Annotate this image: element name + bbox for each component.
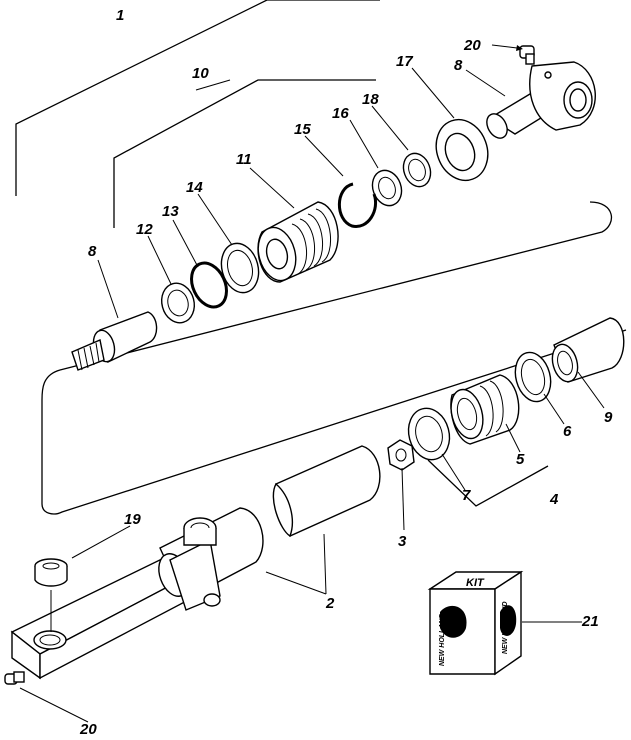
callout-8-top: 8 (454, 57, 463, 74)
kit-brand-left: NEW HOLLAND (439, 614, 446, 667)
cylinder-barrel-assembly (10, 507, 264, 680)
callout-11: 11 (236, 151, 252, 168)
gland-tube-part-9 (551, 317, 625, 383)
grease-fitting-20-top (491, 44, 535, 65)
snap-ring-part-15 (337, 182, 377, 228)
leader-lines (19, 67, 605, 723)
ring-part-7 (407, 407, 451, 461)
callout-18: 18 (362, 91, 379, 108)
barrel-tube-part-2 (272, 445, 381, 538)
callout-12: 12 (136, 221, 153, 238)
washer-part-17 (435, 118, 489, 182)
callout-6: 6 (563, 423, 572, 440)
piston-rod-part-8 (71, 311, 158, 371)
bushing-part-12 (161, 282, 195, 324)
callout-15: 15 (294, 121, 311, 138)
ring-part-6 (514, 351, 552, 403)
callout-13: 13 (162, 203, 179, 220)
ring-part-16 (371, 169, 403, 207)
callout-10: 10 (192, 65, 209, 82)
callout-17: 17 (396, 53, 413, 70)
callout-2: 2 (325, 595, 335, 612)
gland-part-5 (450, 374, 520, 445)
callout-19: 19 (124, 511, 141, 528)
callout-14: 14 (186, 179, 203, 196)
nut-part-3 (387, 439, 415, 471)
kit-label: KIT (466, 577, 485, 589)
grease-fitting-20-bottom (4, 671, 25, 685)
callout-20-top: 20 (463, 37, 481, 54)
ring-part-18 (402, 152, 432, 188)
ring-part-14 (220, 242, 260, 294)
callout-7: 7 (462, 487, 471, 504)
assembly-flow-loop (41, 201, 627, 515)
callout-20-bottom: 20 (79, 721, 97, 738)
bracket-lines (15, 0, 549, 507)
kit-box-part-21 (427, 570, 524, 676)
callout-3: 3 (398, 533, 407, 550)
callout-8-left: 8 (88, 243, 97, 260)
callout-21: 21 (581, 613, 599, 630)
callout-9: 9 (604, 409, 613, 426)
callout-5: 5 (516, 451, 525, 468)
callout-4: 4 (549, 491, 559, 508)
kit-brand-right: NEW HOLLAND (502, 602, 509, 655)
o-ring-part-13 (190, 261, 228, 309)
rod-eye-part-17 (486, 61, 596, 139)
callout-16: 16 (332, 105, 349, 122)
fitting-part-19 (34, 558, 68, 632)
piston-part-11 (257, 201, 339, 283)
callout-1: 1 (116, 7, 124, 24)
